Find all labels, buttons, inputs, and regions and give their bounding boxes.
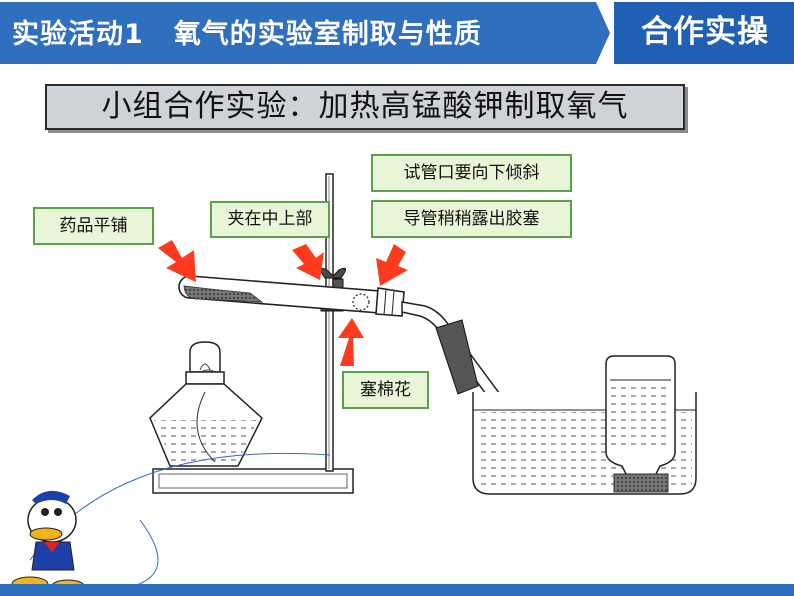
label-cotton-plug: 塞棉花 bbox=[342, 371, 429, 409]
header-right-panel bbox=[614, 2, 794, 64]
stand-base bbox=[152, 468, 354, 494]
arrow-to-cotton bbox=[338, 318, 364, 366]
delivery-tube bbox=[401, 301, 591, 468]
test-tube bbox=[178, 275, 405, 317]
arrow-to-stopper bbox=[376, 244, 408, 286]
arrow-to-powder bbox=[158, 240, 196, 282]
activity-number: 实验活动1 bbox=[12, 19, 144, 50]
label-tube-tilt: 试管口要向下倾斜 bbox=[371, 154, 572, 192]
bottom-bar bbox=[0, 584, 794, 596]
duck-mascot bbox=[11, 490, 85, 593]
activity-title: 氧气的实验室制取与性质 bbox=[173, 19, 482, 50]
label-powder-spread: 药品平铺 bbox=[33, 207, 154, 245]
label-delivery-tube: 导管稍稍露出胶塞 bbox=[371, 200, 572, 238]
header-bar: 实验活动1 氧气的实验室制取与性质 合作实操 bbox=[0, 0, 794, 66]
pointer-arrows bbox=[158, 240, 408, 366]
potassium-permanganate-powder bbox=[183, 285, 264, 303]
alcohol-lamp bbox=[149, 341, 263, 467]
cooperation-badge: 合作实操 bbox=[641, 14, 769, 50]
arrow-to-clamp bbox=[292, 244, 324, 280]
label-clamp-position: 夹在中上部 bbox=[210, 201, 330, 238]
cotton-plug bbox=[352, 293, 370, 311]
collection-bottle bbox=[605, 355, 676, 493]
header-left-banner bbox=[0, 2, 610, 64]
experiment-subtitle: 小组合作实验：加热高锰酸钾制取氧气 bbox=[45, 84, 685, 130]
rubber-stopper bbox=[375, 287, 405, 317]
header-title: 实验活动1 氧气的实验室制取与性质 bbox=[12, 12, 482, 51]
